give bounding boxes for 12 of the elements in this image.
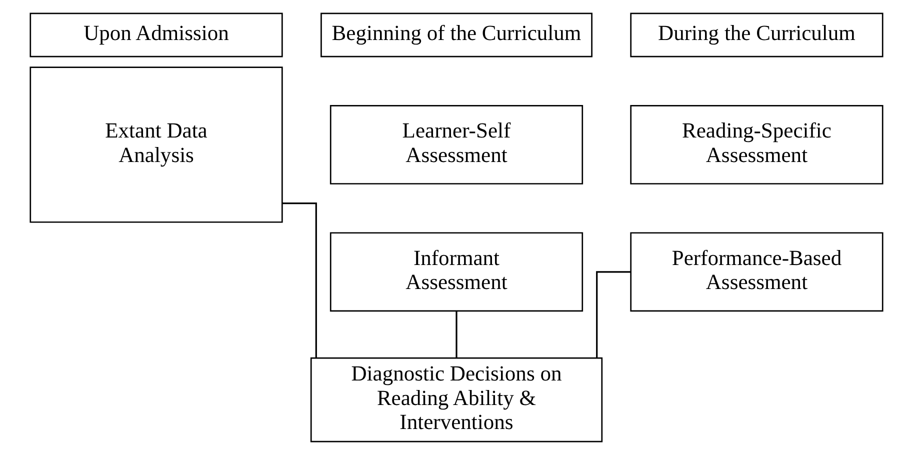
node-box: Diagnostic Decisions on Reading Ability & Interventions [310, 357, 602, 442]
node-box: Extant Data Analysis [29, 66, 282, 223]
node-box: Reading-Specific Assessment [630, 104, 883, 184]
connector [282, 202, 316, 358]
node-box: Beginning of the Curriculum [320, 12, 592, 58]
node-box: During the Curriculum [630, 12, 883, 58]
connector [455, 311, 457, 358]
node-box: Performance-Based Assessment [630, 232, 883, 312]
connector [596, 271, 630, 358]
node-box: Informant Assessment [329, 232, 583, 312]
node-box: Learner-Self Assessment [329, 104, 583, 184]
node-box: Upon Admission [29, 12, 282, 58]
